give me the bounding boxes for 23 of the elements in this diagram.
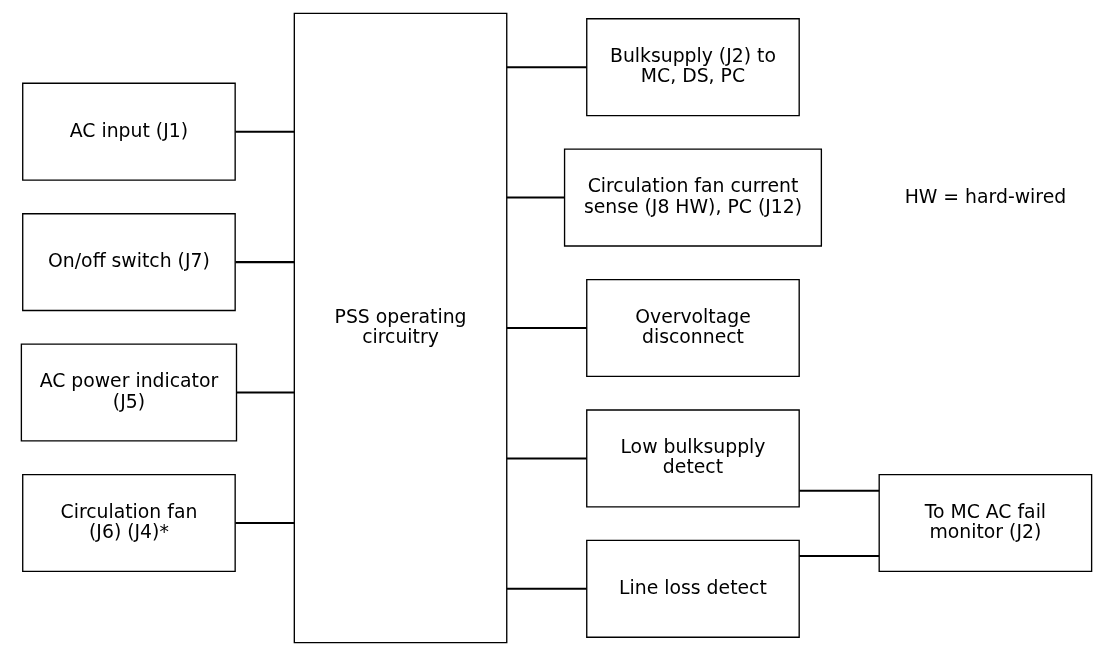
- connector: [236, 391, 294, 394]
- node-box: AC input (J1): [21, 82, 236, 181]
- node-box: AC power indicator (J5): [20, 343, 237, 442]
- node-box: Overvoltage disconnect: [585, 278, 800, 378]
- connector: [235, 521, 294, 524]
- node-box: To MC AC fail monitor (J2): [878, 473, 1092, 573]
- connector: [235, 130, 294, 133]
- connector: [506, 587, 587, 590]
- connector: [506, 327, 587, 329]
- connector: [506, 66, 587, 69]
- node-box: Circulation fan current sense (J8 HW), PC (J12): [563, 148, 822, 247]
- connector: [506, 457, 587, 460]
- node-box: On/off switch (J7): [21, 213, 236, 312]
- connector: [235, 261, 294, 264]
- node-box: Circulation fan (J6) (J4)*: [21, 473, 236, 573]
- connector: [506, 196, 564, 199]
- connector: [798, 554, 879, 557]
- connector: [798, 489, 879, 492]
- node-box: PSS operating circuitry: [293, 12, 507, 644]
- label: HW = hard-wired: [904, 185, 1066, 207]
- node-box: Line loss detect: [585, 539, 800, 638]
- node-box: Bulksupply (J2) to MC, DS, PC: [585, 18, 800, 117]
- node-box: Low bulksupply detect: [585, 409, 800, 508]
